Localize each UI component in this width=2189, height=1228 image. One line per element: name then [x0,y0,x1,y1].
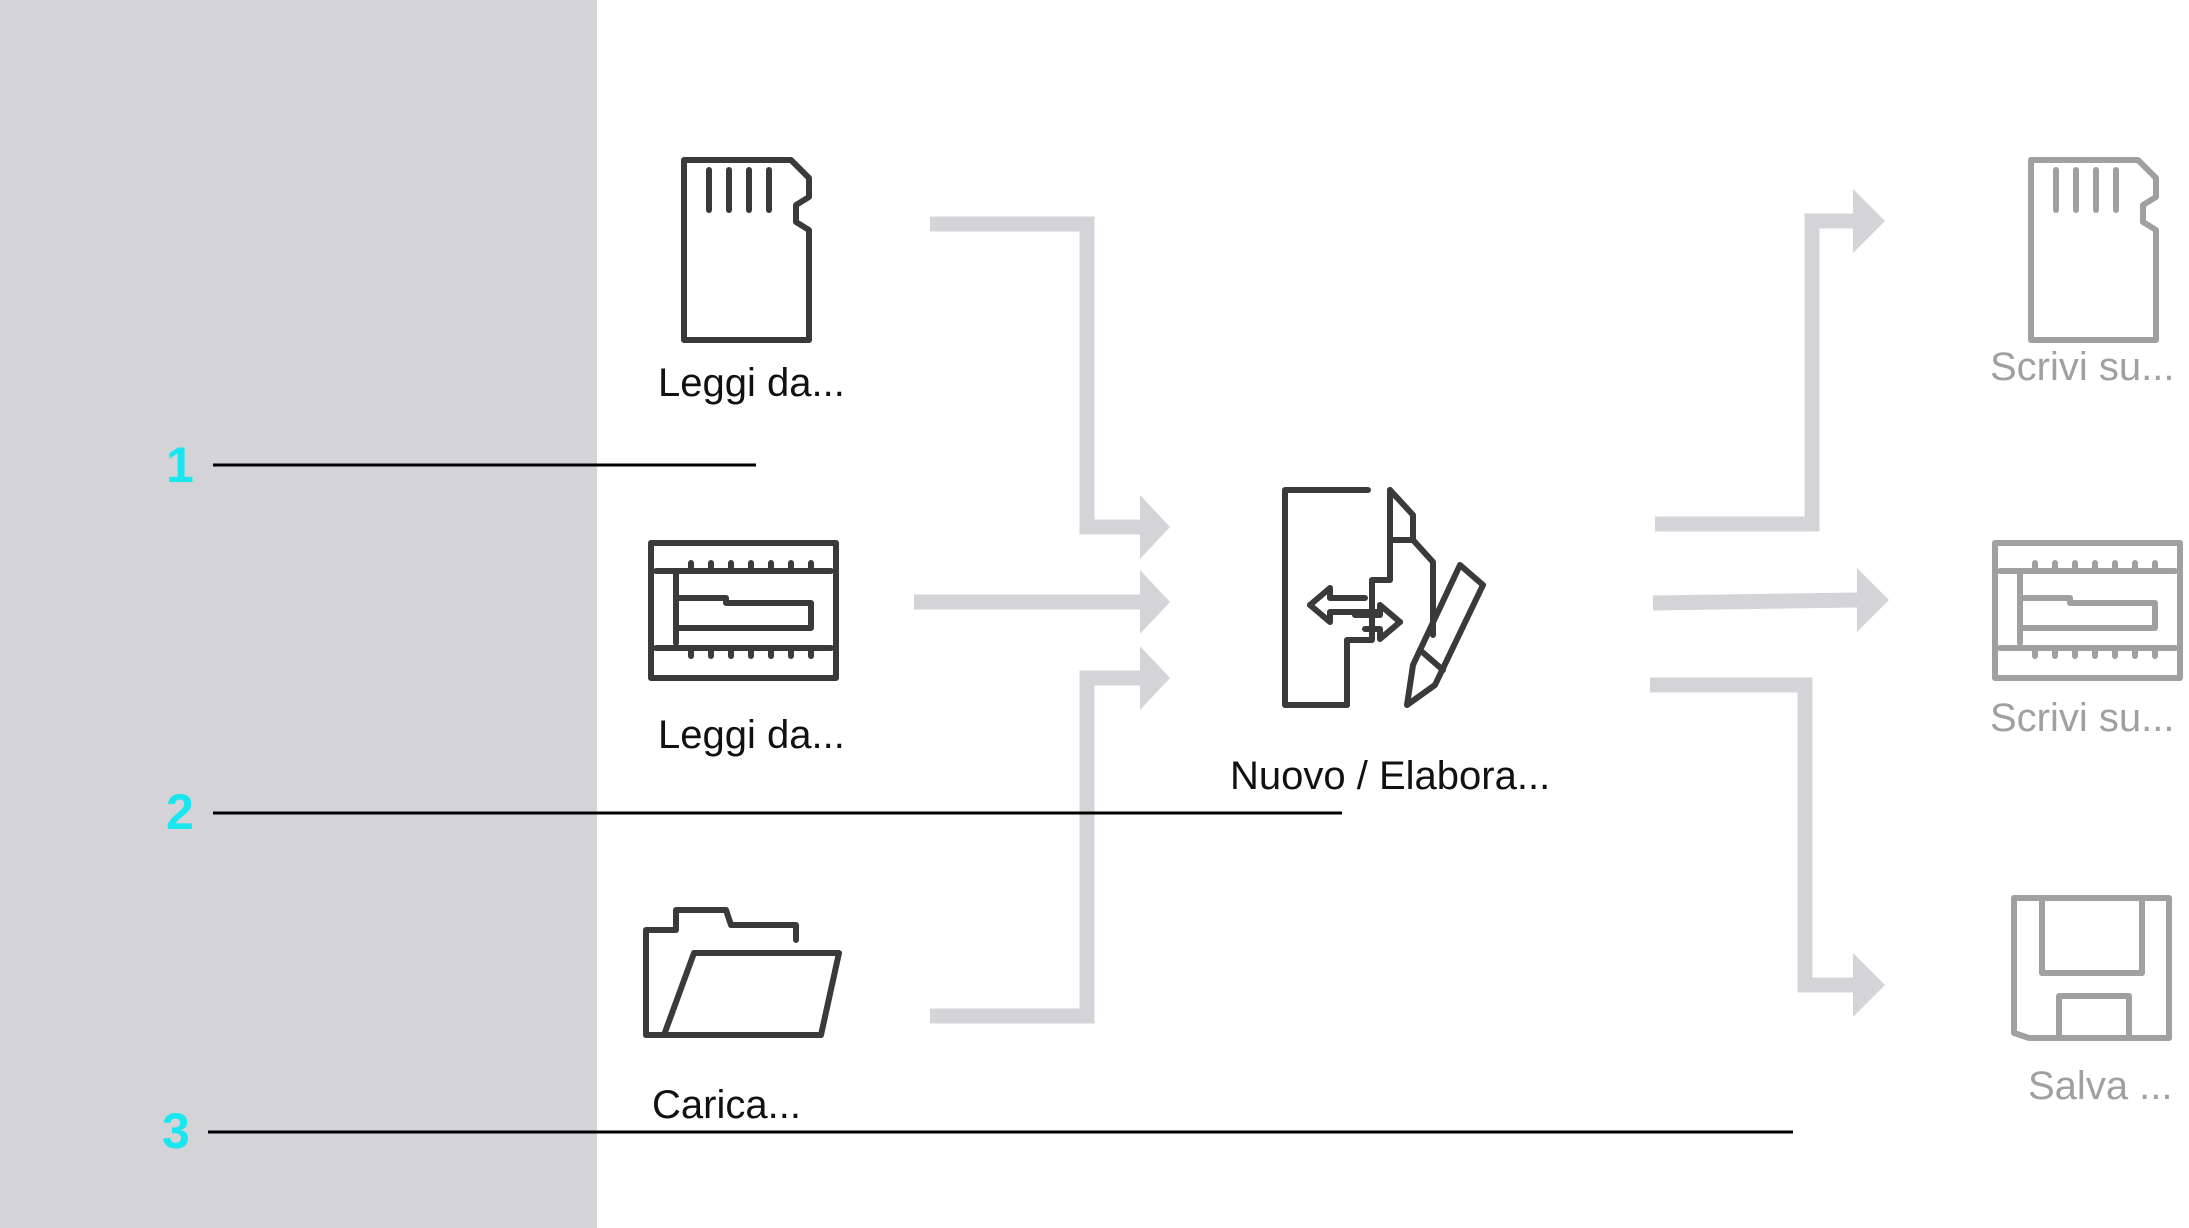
target-floppy-label: Salva ... [2028,1064,2173,1108]
open-folder-icon [643,907,842,1038]
flow-arrow-sd-to-center [930,216,1140,535]
edit-document-icon [1282,487,1486,708]
source-memory-label: Leggi da... [658,713,845,757]
arrowhead [1140,495,1170,559]
flow-arrow-center-to-memory [1652,592,1858,611]
flow-arrow-center-to-sd [1655,213,1853,532]
sd-card-icon [684,160,809,340]
target-sd-label: Scrivi su... [1990,345,2174,389]
floppy-disk-icon [2011,895,2172,1041]
source-folder-label: Carica... [652,1083,801,1127]
source-panel [0,0,597,1228]
source-sd-label: Leggi da... [658,361,845,405]
callout-number: 3 [162,1103,190,1159]
callout-number: 2 [166,784,194,840]
memory-module-icon [651,543,836,678]
arrowhead [1857,568,1889,632]
flow-arrow-folder-to-center [930,670,1140,1024]
arrowhead [1853,953,1885,1017]
center-label: Nuovo / Elabora... [1230,754,1550,798]
memory-module-icon [1995,543,2180,678]
callout-number: 1 [166,437,194,493]
arrowhead [1140,646,1170,710]
flow-arrow-center-to-floppy [1650,677,1853,993]
sd-card-icon [2031,160,2156,340]
arrowhead [1140,570,1170,634]
arrowhead [1853,189,1885,253]
flow-arrows [914,189,1889,1024]
target-memory-label: Scrivi su... [1990,696,2174,740]
